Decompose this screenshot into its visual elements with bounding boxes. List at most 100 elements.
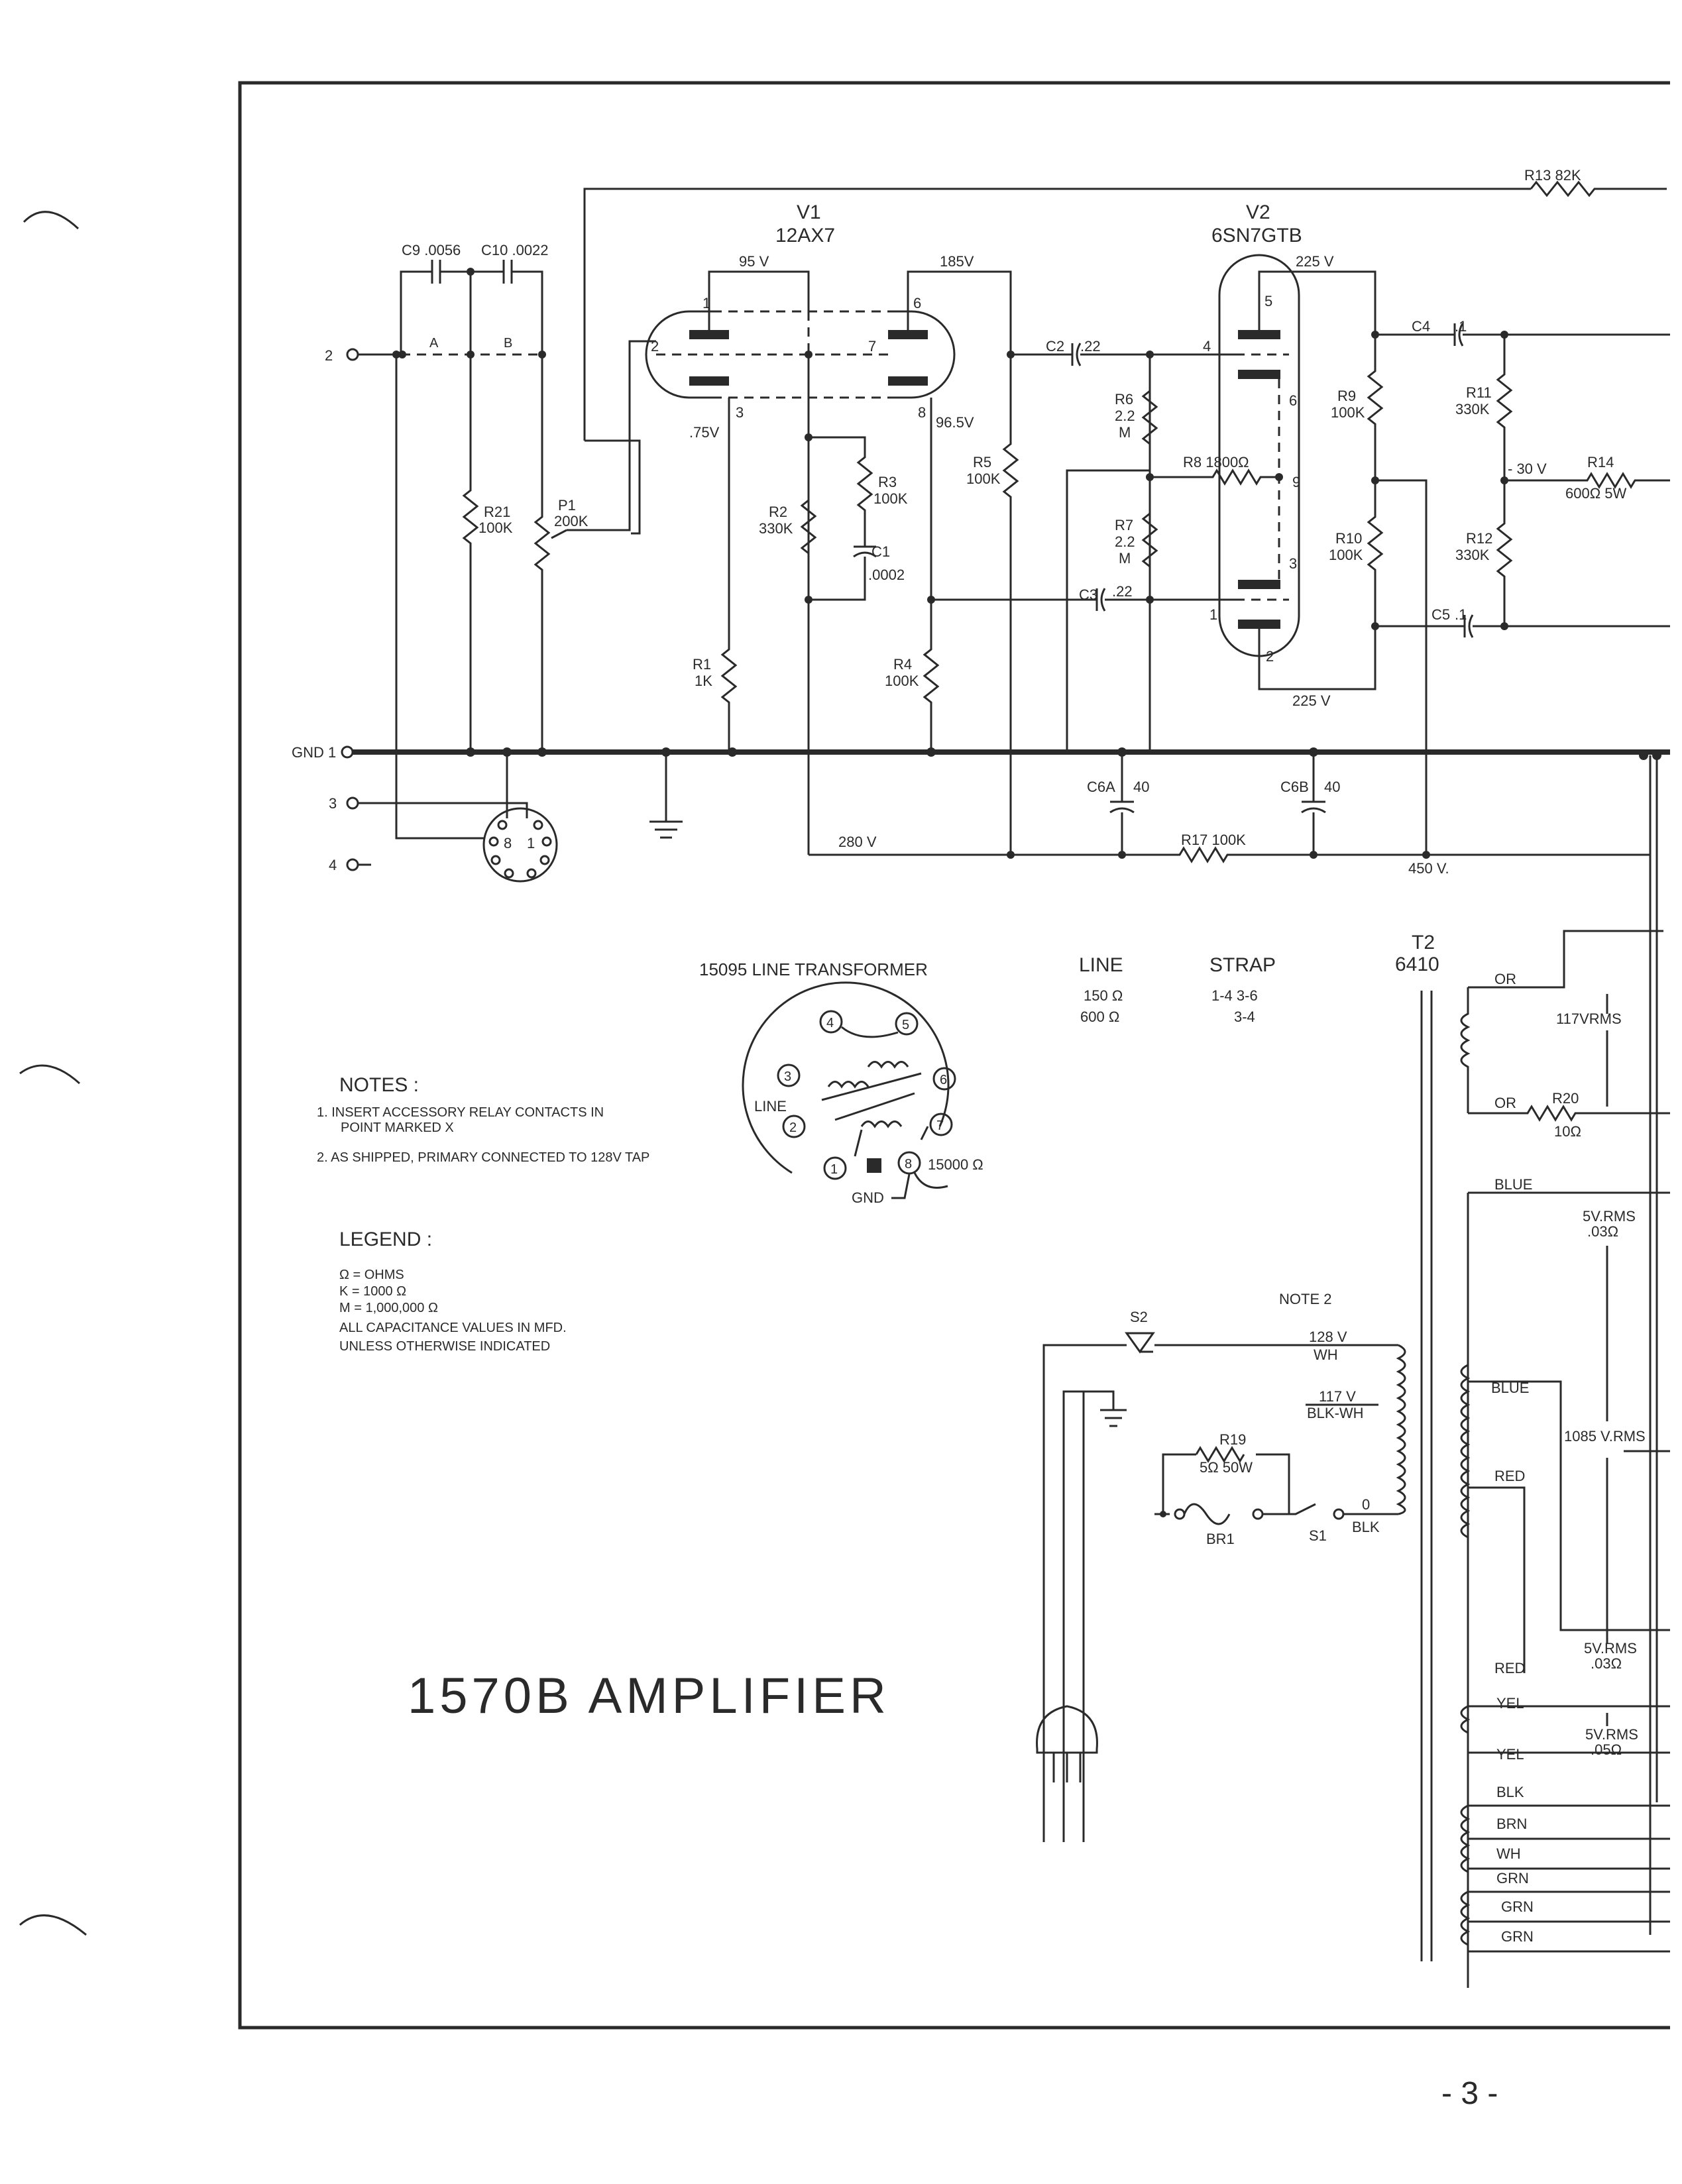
r10-ref: R10 <box>1335 530 1362 547</box>
r5-value: 100K <box>966 470 1001 487</box>
note-2-ref: NOTE 2 <box>1279 1291 1331 1307</box>
note-2: 2. AS SHIPPED, PRIMARY CONNECTED TO 128V… <box>317 1150 649 1165</box>
v1-pin-6: 6 <box>913 295 921 311</box>
sec-or-1: OR <box>1494 971 1516 987</box>
c5-value: .1 <box>1455 606 1467 623</box>
sec-red-2: RED <box>1494 1660 1525 1676</box>
c6b-ref: C6B <box>1280 779 1309 795</box>
power-plug <box>1036 1705 1098 1754</box>
c1-value: .0002 <box>868 567 905 583</box>
line-transformer-title: 15095 LINE TRANSFORMER <box>699 959 928 979</box>
c6b-value: 40 <box>1324 779 1340 795</box>
ground-bus: GND 1 <box>292 744 1670 818</box>
notes-heading: NOTES : <box>339 1074 419 1096</box>
strap-row1: 1-4 3-6 <box>1211 987 1258 1004</box>
r21-value: 100K <box>478 519 513 536</box>
c6a-ref: C6A <box>1087 779 1115 795</box>
t2-part: 6410 <box>1395 954 1439 975</box>
tube-v2: V2 6SN7GTB 5 4 6 9 3 1 2 <box>1203 201 1302 665</box>
v2-ref: V2 <box>1246 201 1270 223</box>
r19-value: 5Ω 50W <box>1200 1459 1253 1476</box>
r2-ref: R2 <box>769 504 787 520</box>
note-1b: POINT MARKED X <box>341 1120 454 1135</box>
v1-wiring: 95 V 185V .75V R1 1K R3 100K C1 .0002 R2… <box>689 253 1213 855</box>
lt-pin-5: 5 <box>902 1018 909 1032</box>
v2-plate-top-voltage: 225 V <box>1296 253 1334 270</box>
tap-117v: 117 V <box>1319 1388 1356 1405</box>
sec-1085vrms: 1085 V.RMS <box>1564 1428 1646 1445</box>
power-transformer-t2: T2 6410 OR OR 117VRMS R20 10Ω BLUE 5V.RM… <box>1395 930 1670 1988</box>
v1-plate2-voltage: 185V <box>940 253 974 270</box>
tube-v1: V1 12AX7 1 2 3 6 7 8 <box>645 201 956 421</box>
r3-value: 100K <box>873 490 908 507</box>
r6-value: 2.2 <box>1115 408 1135 424</box>
sec-yel-2: YEL <box>1496 1746 1524 1763</box>
octal-pin-8: 8 <box>504 835 512 851</box>
fil-blk: BLK <box>1496 1784 1524 1800</box>
tap-0-wire: BLK <box>1352 1519 1380 1535</box>
b-plus-supply: 280 V 450 V. R17 100K C6A 40 C6B 40 <box>809 752 1658 1935</box>
r12-ref: R12 <box>1466 530 1492 547</box>
sec-yel-1: YEL <box>1496 1695 1524 1712</box>
c3-ref: C3 <box>1079 586 1097 603</box>
sec-117vrms: 117VRMS <box>1556 1010 1622 1027</box>
strap-row2: 3-4 <box>1234 1009 1255 1025</box>
r14-value: 600Ω 5W <box>1565 485 1627 502</box>
v2-pin-5: 5 <box>1264 293 1272 309</box>
lt-impedance: 15000 Ω <box>928 1156 983 1173</box>
v2-plate-bot-voltage: 225 V <box>1292 692 1331 709</box>
r6-ref: R6 <box>1115 391 1133 408</box>
r6-unit: M <box>1119 424 1131 441</box>
c5-ref: C5 <box>1431 606 1450 623</box>
tap-128v-wire: WH <box>1314 1346 1338 1363</box>
c2-ref: C2 <box>1046 338 1064 355</box>
r7-ref: R7 <box>1115 517 1133 533</box>
c4-value: .1 <box>1455 318 1467 335</box>
r20-value: 10Ω <box>1554 1123 1581 1140</box>
v2-type: 6SN7GTB <box>1211 225 1302 246</box>
r9-value: 100K <box>1331 404 1365 421</box>
c10-label: C10 .0022 <box>481 242 549 258</box>
v1-cathode2-voltage: 96.5V <box>936 414 974 431</box>
c1-ref: C1 <box>871 543 890 560</box>
v2-wiring: R6 2.2 M R7 2.2 M R8 1800Ω 225 V 225 V R… <box>1066 253 1670 855</box>
s1-label: S1 <box>1309 1527 1327 1544</box>
r4-value: 100K <box>885 673 919 689</box>
sec-blue-2: BLUE <box>1491 1380 1529 1396</box>
v1-type: 12AX7 <box>775 225 835 246</box>
sec-03-2: .03Ω <box>1591 1655 1622 1672</box>
binder-hole-marks <box>19 211 87 1936</box>
lt-gnd-label: GND <box>852 1189 884 1206</box>
r17-label: R17 100K <box>1181 832 1246 848</box>
fil-grn-3: GRN <box>1501 1928 1534 1945</box>
legend-cap1: ALL CAPACITANCE VALUES IN MFD. <box>339 1321 567 1335</box>
v1-pin-8: 8 <box>918 404 926 421</box>
r5-ref: R5 <box>973 454 991 470</box>
fil-wh: WH <box>1496 1845 1521 1862</box>
tap-0: 0 <box>1362 1496 1370 1513</box>
r10-value: 100K <box>1329 547 1363 563</box>
octal-pin-1: 1 <box>527 835 535 851</box>
line-row2: 600 Ω <box>1080 1009 1119 1025</box>
v1-pin-3: 3 <box>736 404 744 421</box>
page-title: 1570B AMPLIFIER <box>408 1668 890 1724</box>
r8-label: R8 1800Ω <box>1183 454 1249 470</box>
r1-ref: R1 <box>693 656 711 673</box>
legend-block: LEGEND : Ω = OHMS K = 1000 Ω M = 1,000,0… <box>339 1228 567 1354</box>
r7-unit: M <box>1119 550 1131 567</box>
point-b-label: B <box>504 336 512 351</box>
v1-ref: V1 <box>797 201 821 223</box>
sec-05: .05Ω <box>1591 1741 1622 1758</box>
legend-k: K = 1000 Ω <box>339 1284 406 1299</box>
v2-pin-3: 3 <box>1289 555 1297 572</box>
tap-128v: 128 V <box>1309 1329 1347 1345</box>
feedback-loop-r13: R13 82K <box>583 167 1667 535</box>
sec-or-2: OR <box>1494 1095 1516 1111</box>
v2-pin-2: 2 <box>1266 648 1274 665</box>
grid-bias-voltage: - 30 V <box>1508 461 1547 477</box>
legend-cap2: UNLESS OTHERWISE INDICATED <box>339 1339 550 1354</box>
fil-grn-2: GRN <box>1501 1898 1534 1915</box>
gnd-terminal-label: GND 1 <box>292 744 336 761</box>
